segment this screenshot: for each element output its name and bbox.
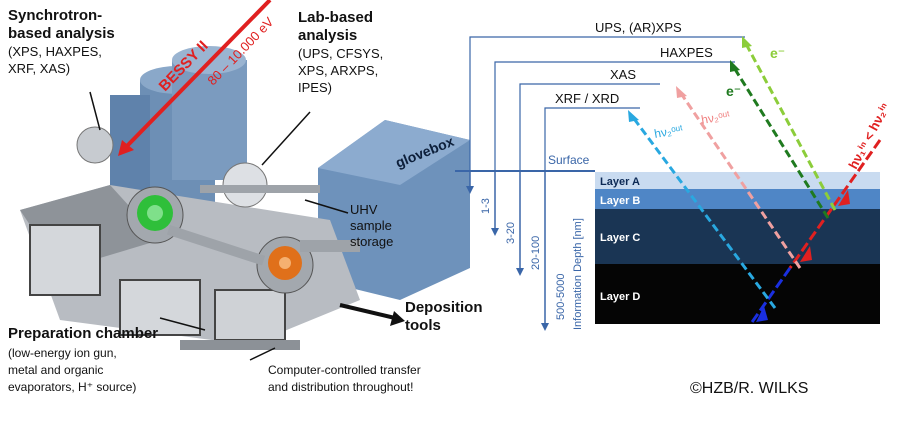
layer-d — [595, 264, 880, 324]
cylinder-right — [172, 60, 247, 180]
deposition-text: Deposition tools — [405, 299, 483, 334]
copyright: ©HZB/R. WILKS — [690, 380, 808, 397]
rack-box-1 — [29, 224, 101, 296]
depth-label-3: 20-100 — [530, 236, 542, 270]
lab-methods-3: IPES) — [298, 80, 332, 95]
preparation-detail-1: (low-energy ion gun, — [8, 346, 117, 360]
photon-out-pink-head — [676, 86, 687, 98]
layer-a-label: Layer A — [600, 176, 640, 188]
preparation-detail-2: metal and organic — [8, 363, 103, 377]
bracket-haxpes — [494, 61, 735, 170]
surface-label: Surface — [548, 153, 590, 167]
deposition-arrow-line — [339, 303, 396, 320]
preparation-detail-3: evaporators, H⁺ source) — [8, 380, 136, 394]
instrument-illustration: glovebox BESSY II 80 – 10.000 eV — [20, 0, 470, 361]
incoming-beam-blue — [748, 267, 792, 326]
transfer-line-1: Computer-controlled transfer — [268, 363, 421, 377]
layer-c-label: Layer C — [600, 232, 640, 244]
technique-xrf-label: XRF / XRD — [555, 91, 619, 106]
bracket-xas — [519, 83, 660, 170]
glovebox-top — [318, 120, 470, 185]
photon-out-label-1: hν₂ᵒᵘᵗ — [700, 108, 731, 127]
layer-b — [595, 189, 880, 209]
uhv-line-1: UHV — [350, 202, 378, 217]
electron-arrow-light — [743, 41, 837, 211]
incoming-head-1 — [838, 190, 850, 206]
lab-text: Lab-based analysis (UPS, CFSYS, XPS, ARX… — [298, 9, 383, 95]
orange-flange-center — [279, 257, 291, 269]
electron-arrow-dark-head — [730, 60, 740, 72]
uhv-line-2: sample — [350, 218, 392, 233]
depth-label-2: 3-20 — [505, 222, 517, 244]
synchrotron-analyzer — [76, 126, 114, 164]
lab-title-2: analysis — [298, 27, 357, 44]
depth-label-4: 500-5000 — [555, 274, 567, 321]
photon-out-label-2: hν₂ᵒᵘᵗ — [653, 122, 684, 141]
lab-methods-1: (UPS, CFSYS, — [298, 46, 383, 61]
preparation-title: Preparation chamber — [8, 325, 158, 342]
electron-arrow-dark — [731, 65, 830, 219]
photon-in-label: hν₁ⁱⁿ < hν₂ⁱⁿ — [845, 101, 892, 172]
incoming-head-2 — [800, 246, 812, 262]
synchrotron-leader-line — [89, 91, 101, 131]
transfer-pipe-1 — [166, 224, 266, 266]
uhv-leader-line — [304, 199, 349, 214]
synchrotron-title-2: based analysis — [8, 25, 115, 42]
incoming-head-3 — [756, 306, 768, 322]
bessy-beam-head — [118, 140, 134, 156]
synchrotron-methods-1: (XPS, HAXPES, — [8, 44, 102, 59]
synchrotron-methods-2: XRF, XAS) — [8, 61, 70, 76]
depth-arrow-head-3 — [516, 268, 524, 276]
deposition-line-1: Deposition — [405, 299, 483, 316]
depth-arrow-head-2 — [491, 228, 499, 236]
prep-pipe — [180, 340, 300, 350]
depth-arrow-head-1 — [466, 186, 474, 194]
depth-axis-label: Information Depth [nm] — [572, 218, 584, 330]
depth-diagram: Layer A Layer B Layer C Layer D UPS, (AR… — [455, 20, 893, 331]
transfer-text: Computer-controlled transfer and distrib… — [268, 363, 421, 394]
transfer-pipe-3 — [300, 240, 360, 252]
lab-methods-2: XPS, ARXPS, — [298, 63, 378, 78]
deposition-arrow-head — [390, 311, 405, 326]
electron-label-2: e⁻ — [726, 83, 741, 99]
deposition-line-2: tools — [405, 317, 441, 334]
preparation-text: Preparation chamber (low-energy ion gun,… — [8, 325, 158, 394]
depth-arrow-head-4 — [541, 323, 549, 331]
layer-d-label: Layer D — [600, 291, 640, 303]
electron-label-1: e⁻ — [770, 45, 785, 61]
uhv-line-3: storage — [350, 234, 393, 249]
rack-box-3 — [214, 289, 286, 341]
photon-out-blue — [630, 115, 777, 309]
incoming-beam-red — [788, 139, 882, 269]
depth-arrows — [469, 171, 546, 325]
bracket-ups — [469, 36, 745, 170]
technique-haxpes-label: HAXPES — [660, 45, 713, 60]
technique-ups-label: UPS, (AR)XPS — [595, 20, 682, 35]
technique-brackets — [469, 36, 745, 170]
technique-xas-label: XAS — [610, 67, 636, 82]
transfer-line-2: and distribution throughout! — [268, 380, 413, 394]
depth-arrow-heads — [466, 186, 549, 331]
lab-leader-line — [261, 111, 311, 166]
bessy-beam — [123, 0, 272, 150]
depth-label-1: 1-3 — [480, 198, 492, 214]
layer-b-label: Layer B — [600, 195, 640, 207]
lab-title-1: Lab-based — [298, 9, 373, 26]
transfer-pipe-2 — [200, 185, 320, 193]
synchrotron-title-1: Synchrotron- — [8, 7, 102, 24]
prep-leader-line — [159, 317, 206, 331]
bracket-xrf — [544, 107, 640, 170]
photon-out-blue-head — [628, 110, 639, 122]
green-flange-center — [147, 205, 163, 221]
synchrotron-text: Synchrotron- based analysis (XPS, HAXPES… — [8, 7, 115, 76]
electron-arrow-light-head — [742, 36, 752, 48]
uhv-text: UHV sample storage — [350, 202, 393, 249]
layer-c — [595, 209, 880, 264]
transfer-leader-line — [249, 347, 276, 361]
